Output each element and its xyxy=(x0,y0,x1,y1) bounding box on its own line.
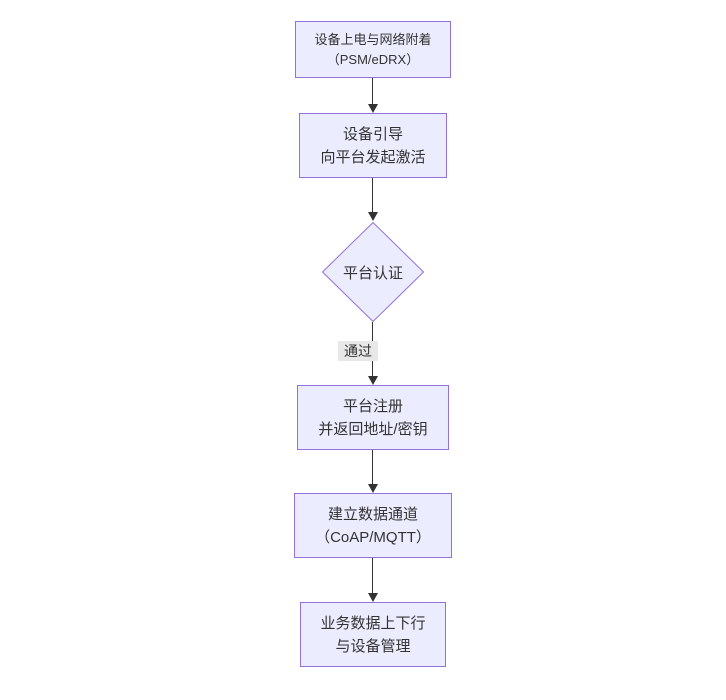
edge-label-pass: 通过 xyxy=(338,341,378,361)
edge-boot-to-auth xyxy=(372,178,373,213)
edge-channel-to-business xyxy=(372,558,373,594)
node-platform-auth: 平台认证 xyxy=(322,222,424,322)
arrowhead-icon xyxy=(368,484,378,493)
node-bootstrap-line1: 设备引导 xyxy=(342,125,403,143)
arrowhead-icon xyxy=(368,212,378,221)
node-power-on: 设备上电与网络附着 （PSM/eDRX） xyxy=(295,21,451,78)
node-register-line2: 并返回地址/密钥 xyxy=(318,420,428,438)
node-data-channel: 建立数据通道 （CoAP/MQTT） xyxy=(294,493,452,558)
diamond-shape xyxy=(322,222,424,322)
node-power-on-line2: （PSM/eDRX） xyxy=(326,51,420,67)
node-business: 业务数据上下行 与设备管理 xyxy=(300,602,446,667)
node-bootstrap-line2: 向平台发起激活 xyxy=(320,148,426,166)
node-platform-auth-label: 平台认证 xyxy=(342,264,403,282)
edge-power-to-boot xyxy=(372,78,373,105)
node-bootstrap: 设备引导 向平台发起激活 xyxy=(299,113,447,178)
node-register-line1: 平台注册 xyxy=(342,397,403,415)
arrowhead-icon xyxy=(368,593,378,602)
node-data-channel-line1: 建立数据通道 xyxy=(327,505,418,523)
node-register: 平台注册 并返回地址/密钥 xyxy=(297,385,449,450)
node-business-line1: 业务数据上下行 xyxy=(320,614,426,632)
node-business-line2: 与设备管理 xyxy=(335,637,411,655)
arrowhead-icon xyxy=(368,104,378,113)
node-data-channel-line2: （CoAP/MQTT） xyxy=(315,528,431,546)
edge-register-to-channel xyxy=(372,450,373,485)
arrowhead-icon xyxy=(368,376,378,385)
node-power-on-line1: 设备上电与网络附着 xyxy=(314,31,432,47)
